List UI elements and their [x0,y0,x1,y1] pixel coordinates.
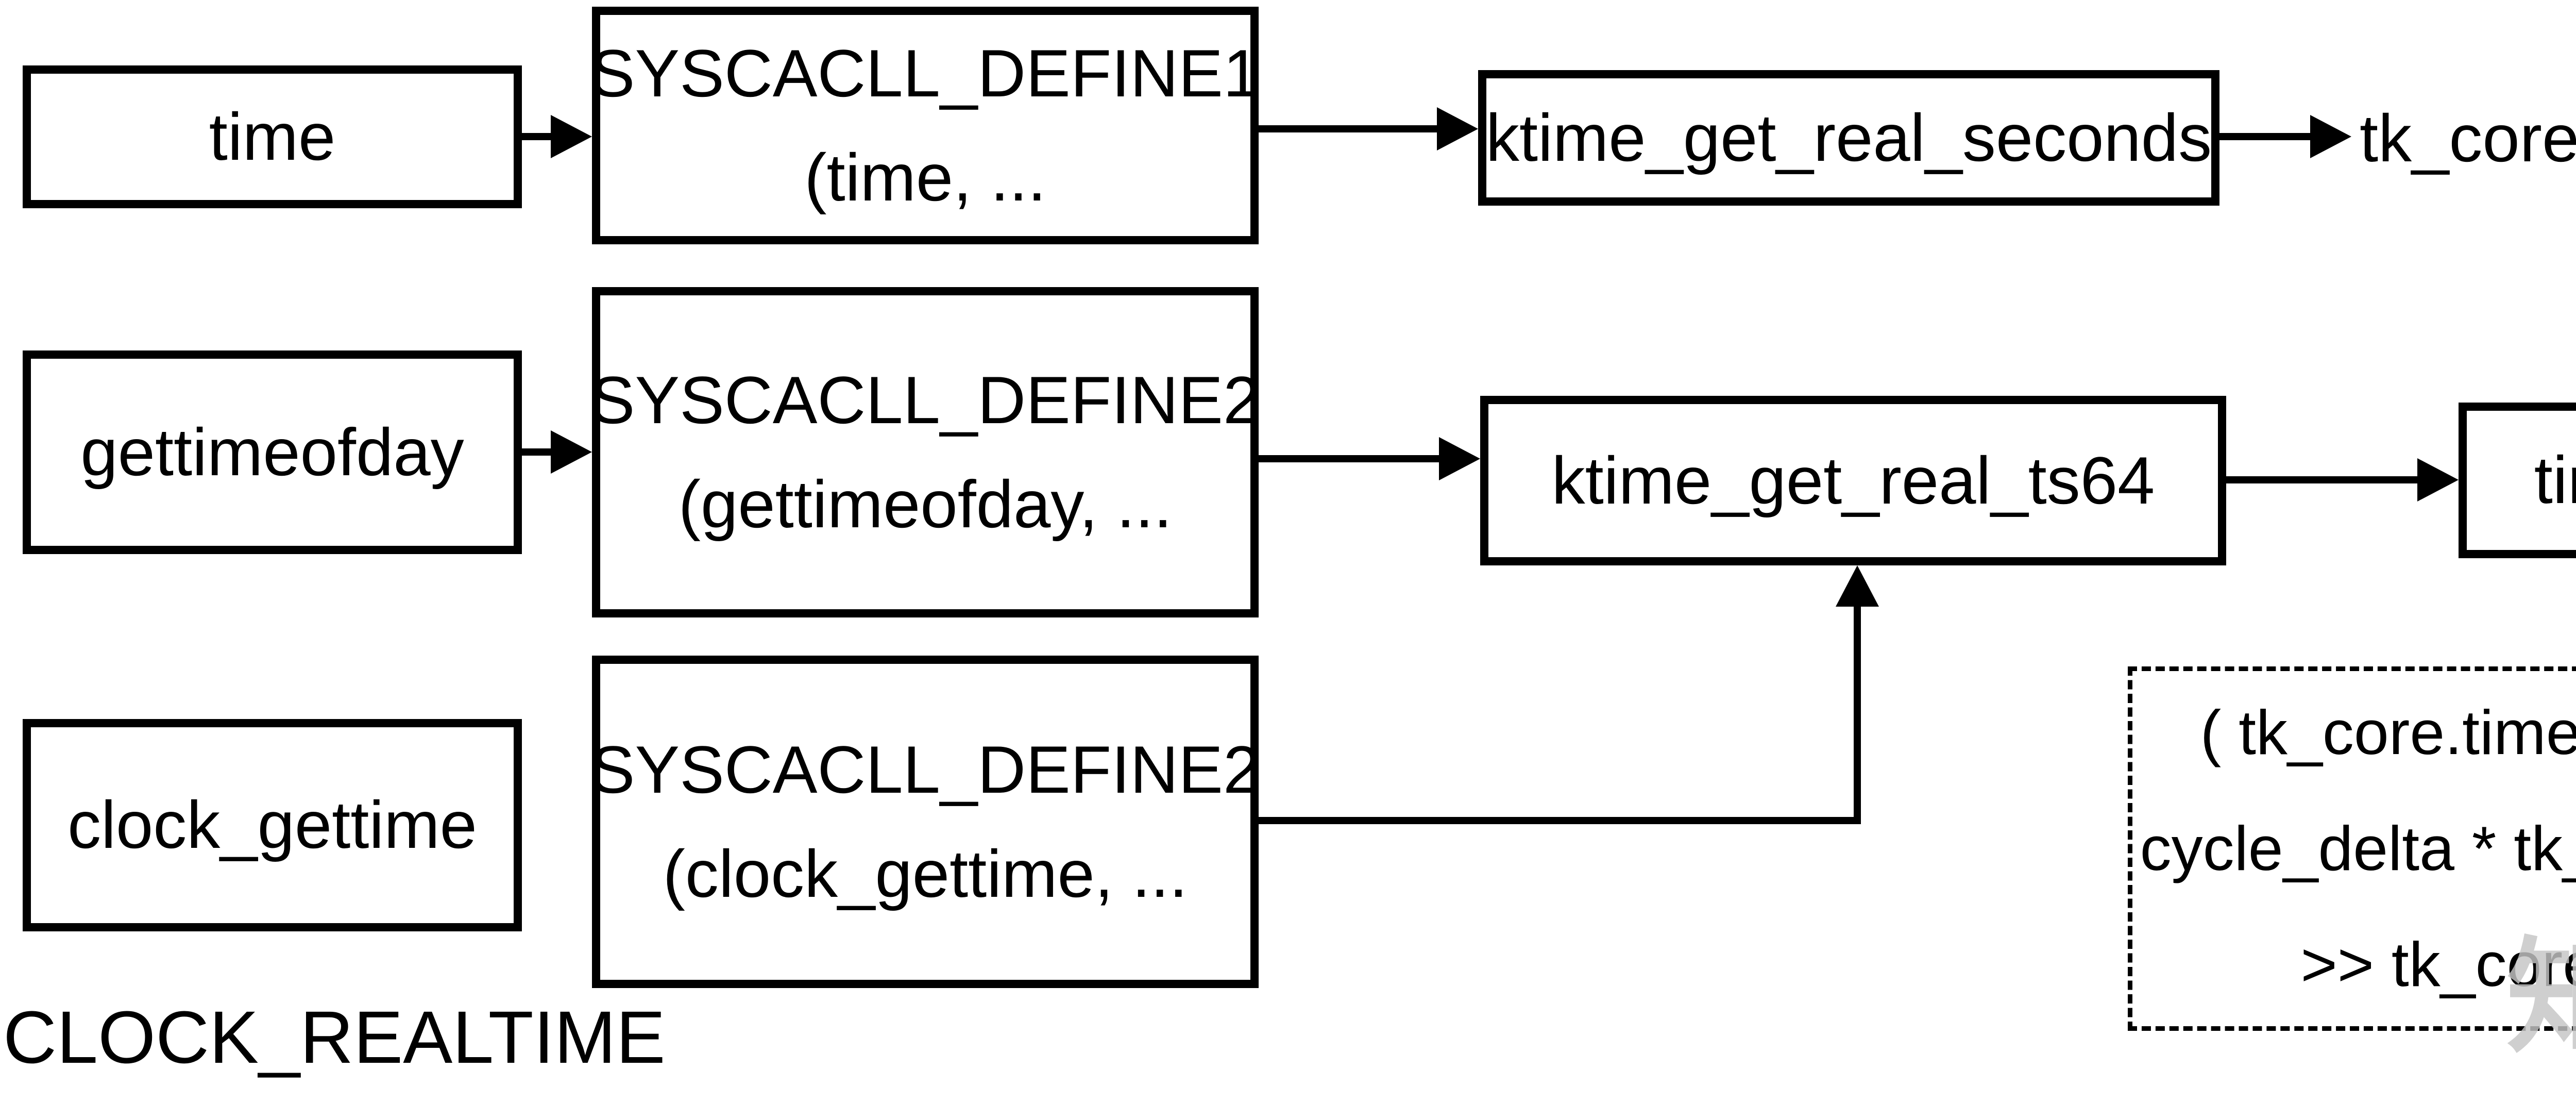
node-syscall-define2-clock-gettime: SYSCACLL_DEFINE2 (clock_gettime, ... [590,656,1261,988]
arrow-time-to-define1-line [522,133,553,140]
formula-line2: cycle_delta * tk_core.timekeeper.tkr_mon… [2140,813,2576,883]
node-ktime-get-real-ts64: ktime_get_real_ts64 [1480,396,2226,565]
formula-line1: ( tk_core.timekeeper.tkr_mono.xtime_nsec… [2200,697,2576,767]
clock-realtime-label: CLOCK_REALTIME [3,996,666,1079]
arrow-define1-to-seconds-head [1437,107,1478,151]
label-xtime-sec: tk_core.timekeeper.xtime_sec [2360,101,2576,176]
node-syscall-define2-gettimeofday-line2: (gettimeofday, ... [678,466,1173,542]
watermark: 知乎 @鹅厂架构师 [2506,928,2576,1067]
arrow-time-to-define1-head [551,115,592,158]
arrow-seconds-to-xtime-line [2219,133,2312,140]
formula-line3: >> tk_core.timekeeper.tkr_mono.mult [2300,929,2576,999]
node-timekeeping-get-ns-label: timekeeping_get_ns [2534,442,2576,518]
node-ktime-get-real-ts64-label: ktime_get_real_ts64 [1551,442,2155,518]
arrow-define2-to-ts64-line [1259,455,1441,462]
arrow-define2b-to-ts64-head [1836,565,1879,607]
formula-box: ( tk_core.timekeeper.tkr_mono.xtime_nsec… [2128,666,2576,1031]
arrow-define2b-elbow-h-line [1259,817,1861,824]
node-time: time [23,65,522,208]
node-syscall-define2-clock-gettime-line2: (clock_gettime, ... [663,835,1188,911]
node-ktime-get-real-seconds-label: ktime_get_real_seconds [1485,99,2212,175]
arrow-seconds-to-xtime-head [2310,115,2351,158]
node-syscall-define2-clock-gettime-line1: SYSCACLL_DEFINE2 [590,732,1261,807]
node-syscall-define2-gettimeofday: SYSCACLL_DEFINE2 (gettimeofday, ... [590,287,1261,617]
arrow-gettimeofday-to-define2-line [522,448,553,456]
node-clock-gettime-label: clock_gettime [67,787,477,863]
node-time-label: time [209,98,336,174]
arrow-gettimeofday-to-define2-head [551,430,592,474]
node-ktime-get-real-seconds: ktime_get_real_seconds [1478,70,2219,206]
node-gettimeofday: gettimeofday [23,350,522,554]
arrow-ts64-to-tkns-head [2417,458,2459,502]
arrow-define2b-elbow-v-line [1854,607,1861,824]
node-syscall-define1: SYSCACLL_DEFINE1 (time, ... [590,7,1261,244]
node-syscall-define1-line1: SYSCACLL_DEFINE1 [590,36,1261,111]
arrow-define1-to-seconds-line [1259,125,1439,132]
arrow-ts64-to-tkns-line [2226,476,2419,483]
node-timekeeping-get-ns: timekeeping_get_ns [2459,403,2576,558]
node-syscall-define2-gettimeofday-line1: SYSCACLL_DEFINE2 [590,362,1261,438]
node-syscall-define1-line2: (time, ... [804,139,1046,215]
arrow-define2-to-ts64-head [1439,437,1480,480]
node-gettimeofday-label: gettimeofday [80,414,464,490]
node-clock-gettime: clock_gettime [23,719,522,931]
